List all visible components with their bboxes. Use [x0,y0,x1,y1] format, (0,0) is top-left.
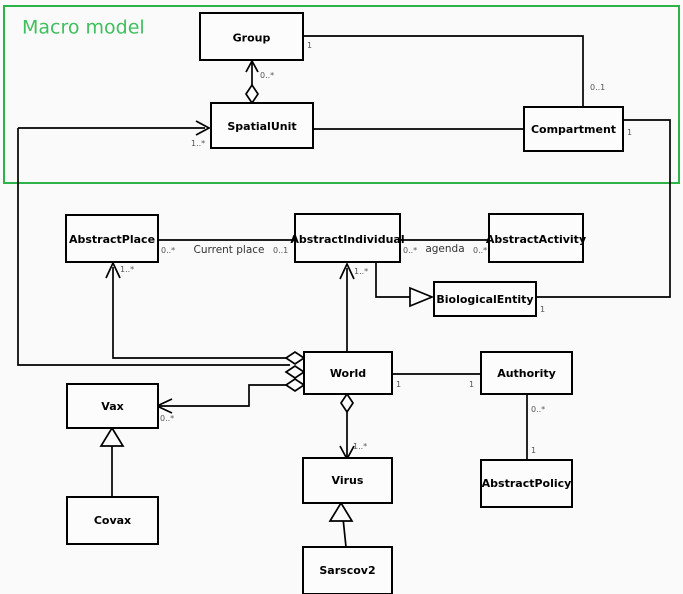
edge-compartment-biologicalentity [536,119,671,298]
multiplicity-virus-top: 1..* [353,442,367,451]
multiplicity-spatialunit-left: 1..* [191,139,205,148]
class-name-virus: Virus [332,474,364,487]
edge-world-virus [339,392,355,461]
edge-spatialunit-group [244,59,260,105]
class-box-sarscov2[interactable]: Sarscov2 [302,546,393,594]
multiplicity-authority-left: 1 [469,380,474,389]
multiplicity-abstractpolicy-top: 1 [531,446,536,455]
edge-covax-vax [99,426,125,497]
class-name-world: World [330,367,366,380]
class-box-abstractpolicy[interactable]: AbstractPolicy [480,459,573,508]
multiplicity-world-right: 1 [396,380,401,389]
macro-model-frame-rect [3,5,680,184]
class-name-spatialunit: SpatialUnit [227,120,296,133]
class-name-group: Group [233,32,271,45]
multiplicity-abstractindividual-left: 0..1 [273,246,288,255]
generalization-triangle [99,426,125,447]
relation-edges [17,35,671,548]
aggregation-diamond [284,377,306,393]
edge-world-abstractindividual [284,261,355,380]
open-arrow-head [339,261,355,280]
aggregation-diamond [339,392,355,414]
class-name-biologicalentity: BiologicalEntity [436,293,533,306]
edge-group-compartment [303,35,584,107]
generalization-triangle [409,286,435,308]
edge-world-abstractplace [105,260,306,366]
edge-abstractindividual-biologicalentity [375,262,435,308]
class-box-abstractactivity[interactable]: AbstractActivity [486,213,586,263]
edge-label-current-place: Current place [193,244,264,256]
edge-label-agenda: agenda [425,243,464,255]
class-name-vax: Vax [101,400,123,413]
class-box-covax[interactable]: Covax [66,496,159,545]
macro-model-frame: Macro model [3,5,680,184]
aggregation-diamond [284,364,306,380]
multiplicity-abstractindividual-below: 1..* [354,267,368,276]
class-name-abstractplace: AbstractPlace [69,233,155,246]
class-name-sarscov2: Sarscov2 [319,564,375,577]
multiplicity-compartment-right: 1 [627,128,632,137]
multiplicity-vax-right: 0..* [160,414,174,423]
class-box-group[interactable]: Group [199,12,304,61]
multiplicity-abstractindividual-right: 0..* [403,246,417,255]
generalization-triangle [328,501,354,522]
class-name-authority: Authority [497,367,556,380]
class-name-abstractpolicy: AbstractPolicy [482,477,572,490]
multiplicity-group-right: 1 [307,41,312,50]
class-name-compartment: Compartment [531,123,616,136]
multiplicity-abstractplace-right: 0..* [161,246,175,255]
multiplicity-compartment-top: 0..1 [590,83,605,92]
class-box-biologicalentity[interactable]: BiologicalEntity [433,281,537,317]
class-box-authority[interactable]: Authority [480,351,573,395]
class-box-spatialunit[interactable]: SpatialUnit [210,102,314,149]
class-name-abstractindividual: AbstractIndividual [290,233,404,246]
class-boxes: Group SpatialUnit Compartment AbstractPl… [65,12,624,594]
class-name-covax: Covax [94,514,131,527]
aggregation-diamond [284,350,306,366]
class-box-world[interactable]: World [303,351,393,395]
class-name-abstractactivity: AbstractActivity [486,233,586,246]
multiplicity-abstractplace-bottom: 1..* [120,265,134,274]
multiplicity-biologicalentity-right: 1 [540,305,545,314]
aggregation-diamond [244,83,260,105]
multiplicity-abstractactivity-left: 0..* [473,246,487,255]
class-box-abstractplace[interactable]: AbstractPlace [65,214,159,263]
class-box-virus[interactable]: Virus [302,457,393,504]
multiplicity-spatialunit-to-group: 0..* [260,71,274,80]
multiplicity-authority-bottom: 0..* [531,405,545,414]
edge-labels: Current place agenda [193,243,464,256]
open-arrow-head [195,120,211,136]
edge-world-vax [154,377,306,414]
multiplicity-labels: 1 0..* 1..* 0..1 1 0..* 1..* 0..1 0..* 1… [120,41,632,455]
class-box-abstractindividual[interactable]: AbstractIndividual [290,213,405,263]
macro-model-frame-label: Macro model [22,17,145,39]
class-box-compartment[interactable]: Compartment [523,106,624,152]
class-box-vax[interactable]: Vax [66,383,159,429]
edge-sarscov2-virus [328,501,354,548]
edge-biologicalentity-spatialunit [17,120,290,366]
